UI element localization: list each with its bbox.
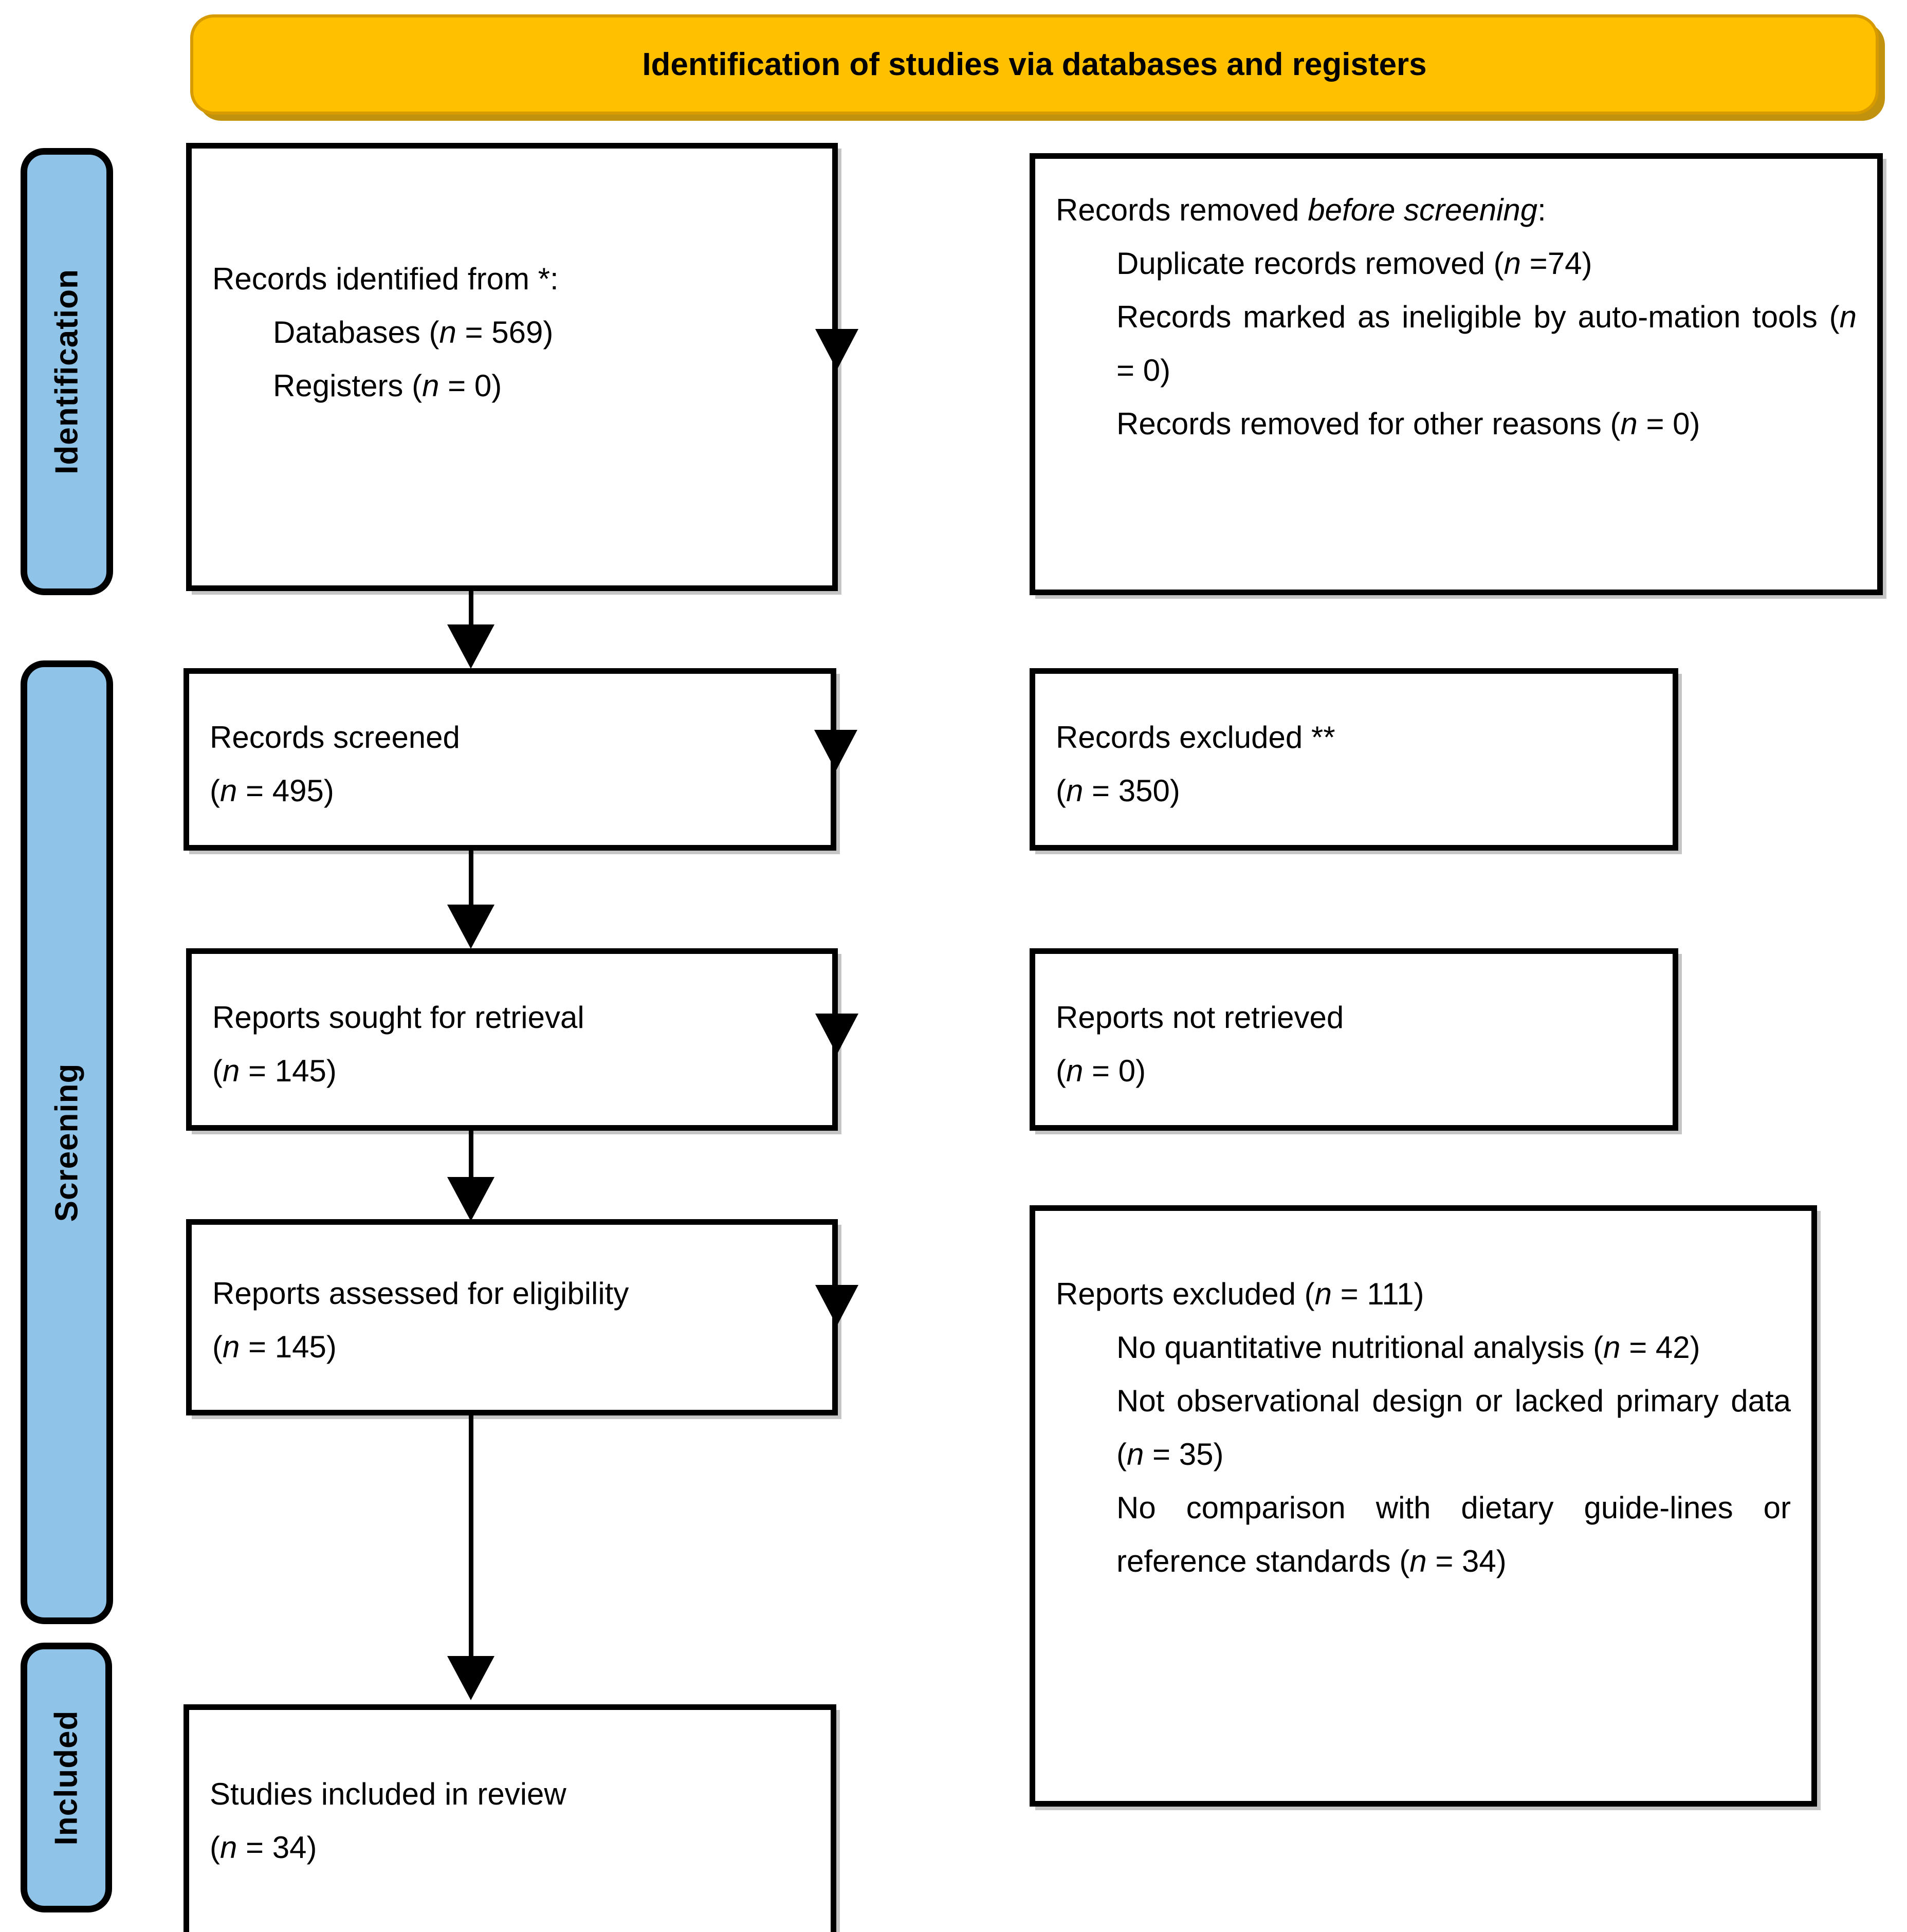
reports-excluded-reason-2: Not observational design or lacked prima… bbox=[1116, 1384, 1791, 1471]
box-reports-excluded: Reports excluded (n = 111) No quantitati… bbox=[1030, 1205, 1817, 1807]
reports-excluded-reason-1: No quantitative nutritional analysis (n … bbox=[1116, 1330, 1700, 1365]
records-identified-databases: Databases (n = 569) bbox=[273, 315, 554, 349]
stage-label-included-text: Included bbox=[48, 1710, 84, 1845]
records-removed-other: Records removed for other reasons (n = 0… bbox=[1116, 407, 1700, 441]
reports-assessed-title: Reports assessed for eligibility bbox=[212, 1276, 629, 1311]
box-reports-not-retrieved: Reports not retrieved (n = 0) bbox=[1030, 948, 1678, 1131]
banner-title: Identification of studies via databases … bbox=[642, 47, 1427, 82]
connector-line-screened-to-sought bbox=[469, 851, 473, 917]
arrow-assessed-to-repexcluded bbox=[815, 1285, 858, 1326]
connector-line-sought-to-assessed bbox=[469, 1131, 473, 1198]
records-identified-title: Records identified from *: bbox=[212, 262, 559, 296]
diagram-header-banner: Identification of studies via databases … bbox=[190, 14, 1879, 115]
box-records-screened: Records screened (n = 495) bbox=[184, 668, 836, 851]
stage-label-included: Included bbox=[21, 1643, 112, 1912]
arrow-screened-to-sought bbox=[447, 905, 494, 949]
connector-line-assessed-to-included bbox=[469, 1415, 473, 1672]
box-records-excluded: Records excluded ** (n = 350) bbox=[1030, 668, 1678, 851]
box-reports-assessed: Reports assessed for eligibility (n = 14… bbox=[186, 1219, 838, 1415]
records-removed-title: Records removed before screening: bbox=[1056, 193, 1546, 227]
reports-sought-count: (n = 145) bbox=[212, 1054, 337, 1088]
arrow-assessed-to-included bbox=[447, 1656, 494, 1700]
records-excluded-title: Records excluded ** bbox=[1056, 720, 1335, 755]
box-studies-included: Studies included in review (n = 34) bbox=[184, 1704, 836, 1932]
arrow-sought-to-assessed bbox=[447, 1177, 494, 1221]
records-screened-title: Records screened bbox=[210, 720, 460, 755]
stage-label-identification-text: Identification bbox=[49, 269, 85, 474]
studies-included-title: Studies included in review bbox=[210, 1777, 566, 1811]
reports-sought-title: Reports sought for retrieval bbox=[212, 1000, 584, 1035]
stage-label-screening: Screening bbox=[21, 660, 113, 1624]
box-records-identified: Records identified from *: Databases (n … bbox=[186, 143, 838, 591]
arrow-screened-to-excluded bbox=[814, 730, 857, 771]
records-removed-automation: Records marked as ineligible by auto-mat… bbox=[1116, 300, 1857, 388]
reports-not-retrieved-title: Reports not retrieved bbox=[1056, 1000, 1344, 1035]
studies-included-count: (n = 34) bbox=[210, 1830, 317, 1865]
stage-label-screening-text: Screening bbox=[49, 1063, 85, 1222]
box-records-removed-before-screening: Records removed before screening: Duplic… bbox=[1030, 153, 1883, 595]
stage-label-identification: Identification bbox=[21, 148, 113, 595]
reports-assessed-count: (n = 145) bbox=[212, 1330, 337, 1364]
box-reports-sought: Reports sought for retrieval (n = 145) bbox=[186, 948, 838, 1131]
arrow-identified-to-screened bbox=[447, 624, 494, 669]
reports-excluded-title: Reports excluded (n = 111) bbox=[1056, 1277, 1424, 1311]
arrow-identified-to-removed bbox=[815, 329, 858, 370]
reports-excluded-reason-3: No comparison with dietary guide-lines o… bbox=[1116, 1491, 1791, 1578]
arrow-sought-to-notretrieved bbox=[815, 1014, 858, 1055]
records-identified-registers: Registers (n = 0) bbox=[273, 369, 502, 403]
records-screened-count: (n = 495) bbox=[210, 774, 334, 808]
records-excluded-count: (n = 350) bbox=[1056, 774, 1180, 808]
connector-line-identified-to-screened bbox=[469, 591, 473, 655]
reports-not-retrieved-count: (n = 0) bbox=[1056, 1054, 1146, 1088]
records-removed-duplicates: Duplicate records removed (n =74) bbox=[1116, 246, 1592, 281]
